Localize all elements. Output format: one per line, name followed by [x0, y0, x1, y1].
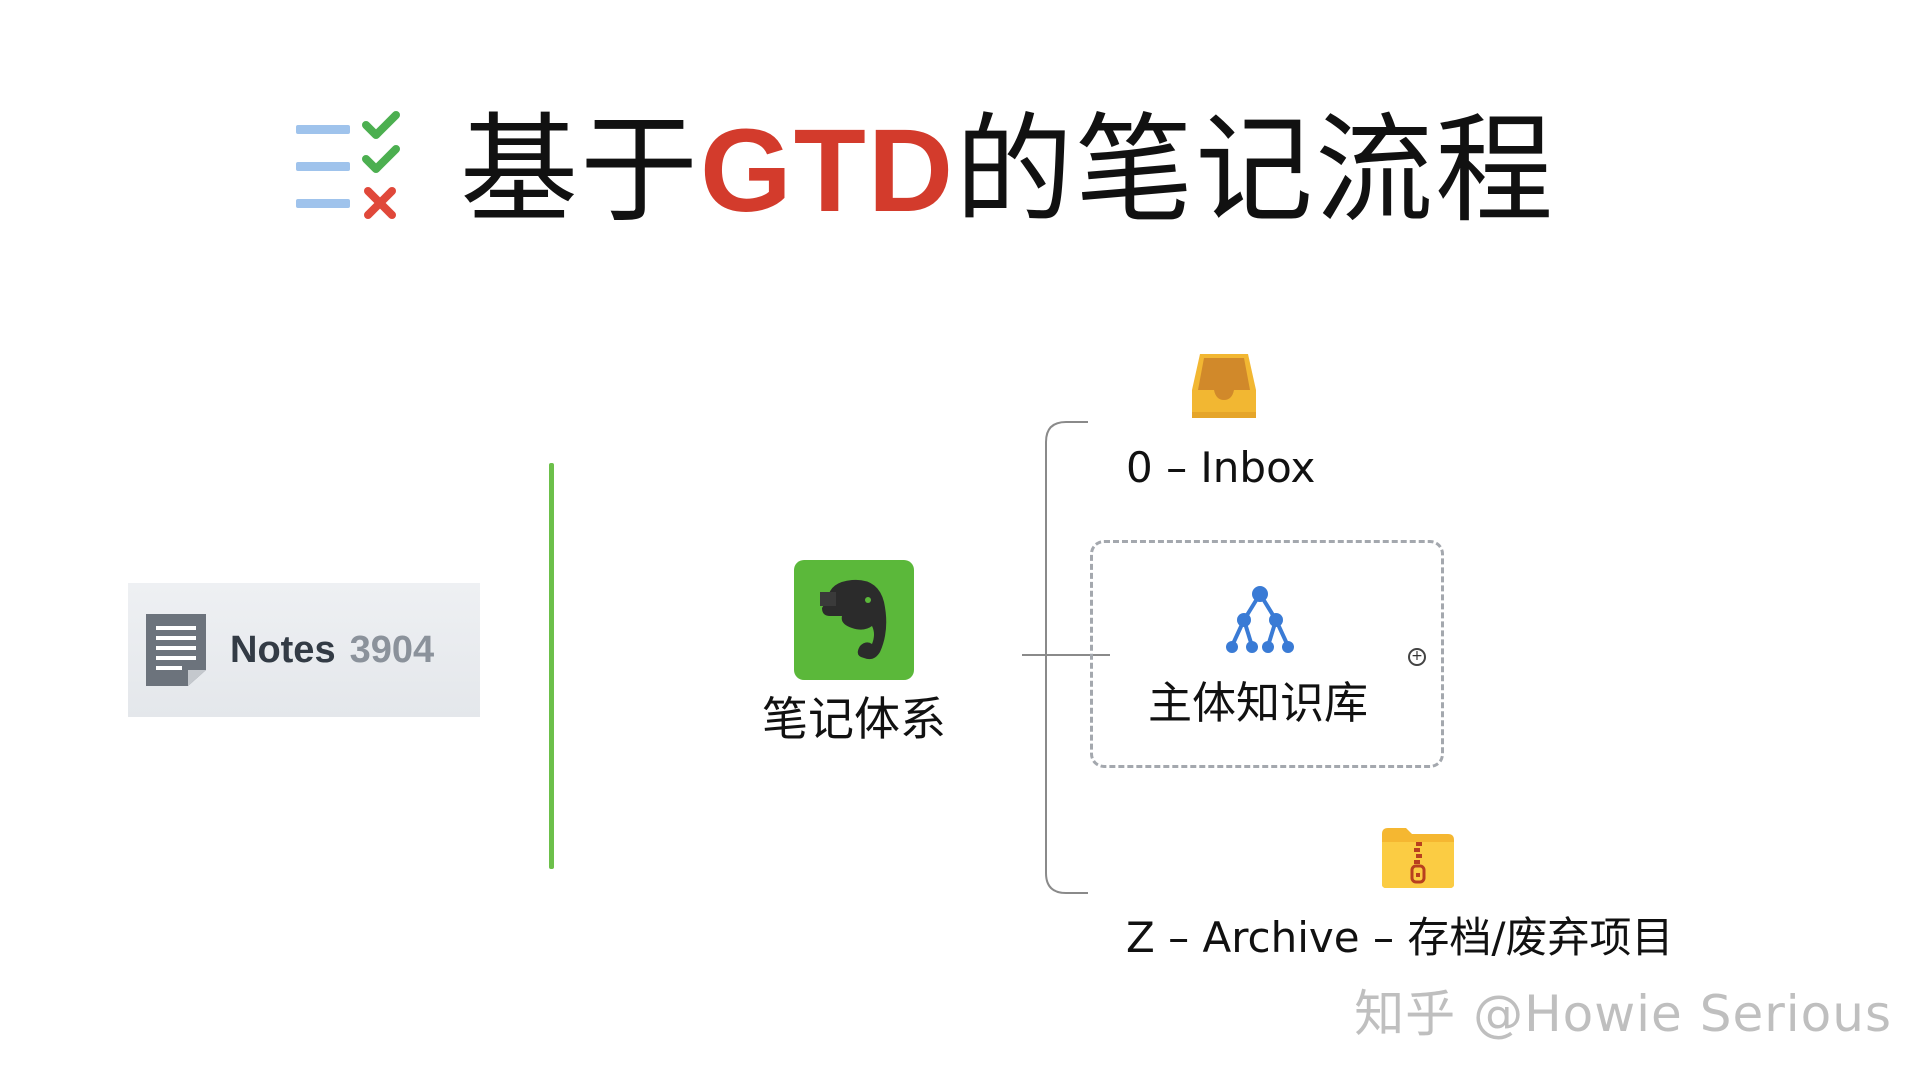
vertical-divider	[549, 463, 554, 869]
knowledge-base-label: 主体知识库	[1148, 678, 1368, 729]
title-prefix: 基于	[460, 100, 701, 239]
note-document-icon	[146, 614, 206, 686]
knowledge-base-node[interactable]	[1090, 540, 1444, 768]
notes-count: 3904	[349, 628, 435, 671]
archive-branch-label[interactable]: Z – Archive – 存档/废弃项目	[1126, 913, 1674, 962]
title-highlight: GTD	[700, 104, 956, 237]
evernote-elephant-icon[interactable]	[794, 560, 914, 680]
center-node-label: 笔记体系	[762, 692, 946, 746]
zip-folder-icon	[1382, 828, 1454, 888]
inbox-tray-icon	[1192, 354, 1256, 418]
title-row: 基于GTD的笔记流程	[294, 100, 1555, 240]
inbox-branch-label[interactable]: 0 – Inbox	[1126, 443, 1316, 492]
page-title: 基于GTD的笔记流程	[460, 100, 1555, 241]
checklist-icon	[296, 111, 400, 219]
notes-label: Notes	[230, 628, 336, 671]
hierarchy-tree-icon	[1226, 586, 1294, 653]
watermark: 知乎 @Howie Serious	[1354, 985, 1892, 1043]
title-suffix: 的笔记流程	[955, 100, 1556, 239]
notes-card[interactable]: Notes 3904	[128, 583, 480, 717]
expand-plus-button[interactable]: +	[1408, 648, 1426, 666]
